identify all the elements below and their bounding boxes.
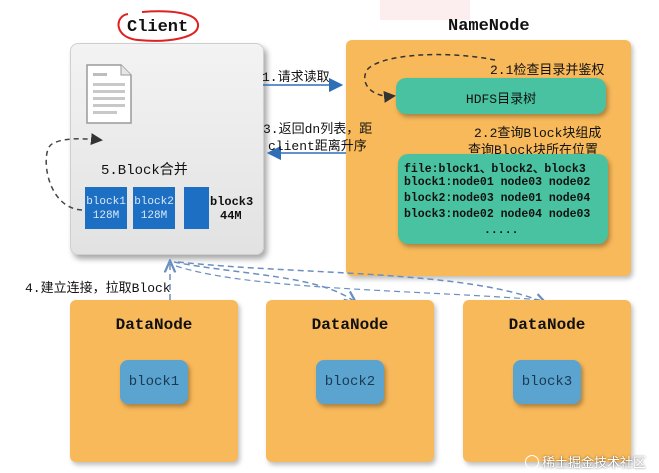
watermark-text: 稀土掘金技术社区: [542, 455, 647, 470]
datanode-box-3: DataNode block3: [463, 300, 631, 462]
namenode-query-label-1: 2.2查询Block块组成: [474, 126, 602, 141]
check-dashed-arrow: [364, 53, 496, 103]
client-title-circle: [117, 10, 199, 42]
datanode-block-3: block3: [513, 360, 581, 404]
connect-pull-label: 4.建立连接，拉取Block: [25, 281, 171, 296]
merge-dashed-arrow: [45, 133, 103, 211]
block-merge-label: 5.Block合并: [101, 163, 188, 179]
client-block-2-name: block2: [134, 196, 174, 208]
client-block-2: block2 128M: [133, 187, 175, 229]
return-dn-label-1: 3.返回dn列表，距: [263, 122, 373, 137]
datanode-block-1: block1: [120, 360, 188, 404]
table-line-2: block1:node01 node03 node02: [404, 176, 591, 189]
block-metadata-lines: file:block1、block2、block3 block1:node01 …: [404, 160, 608, 240]
client-block-3: [184, 187, 209, 229]
hdfs-tree-bar: [396, 78, 606, 114]
document-icon: [86, 64, 132, 124]
datanode-block-2: block2: [316, 360, 384, 404]
datanode-box-1: DataNode block1: [70, 300, 238, 462]
client-block-3-name: block3: [210, 195, 254, 209]
datanode-title-1: DataNode: [115, 316, 193, 334]
namenode-check-label: 2.1检查目录并鉴权: [490, 63, 605, 78]
top-faint-strip: [380, 0, 470, 20]
client-block-3-size: 44M: [220, 209, 242, 223]
request-read-label: 1.请求读取: [262, 70, 330, 85]
table-line-5: .....: [484, 224, 519, 237]
client-block-1: block1 128M: [85, 187, 127, 229]
client-block-2-size: 128M: [140, 210, 168, 222]
table-line-3: block2:node03 node01 node04: [404, 192, 591, 205]
table-line-1: file:block1、block2、block3: [404, 163, 586, 176]
watermark-logo-icon: [525, 455, 539, 469]
return-dn-label-2: client距离升序: [268, 139, 367, 154]
datanode-title-2: DataNode: [311, 316, 389, 334]
namenode-title: NameNode: [448, 17, 530, 36]
block-metadata-table: [398, 154, 608, 244]
datanode-title-3: DataNode: [508, 316, 586, 334]
hdfs-tree-label: HDFS目录树: [465, 92, 537, 107]
datanode-box-2: DataNode block2: [266, 300, 434, 462]
watermark: 稀土掘金技术社区: [525, 452, 646, 471]
table-line-4: block3:node02 node04 node03: [404, 208, 591, 221]
client-block-1-name: block1: [86, 196, 126, 208]
client-block-1-size: 128M: [92, 210, 120, 222]
client-title: Client: [127, 18, 189, 37]
